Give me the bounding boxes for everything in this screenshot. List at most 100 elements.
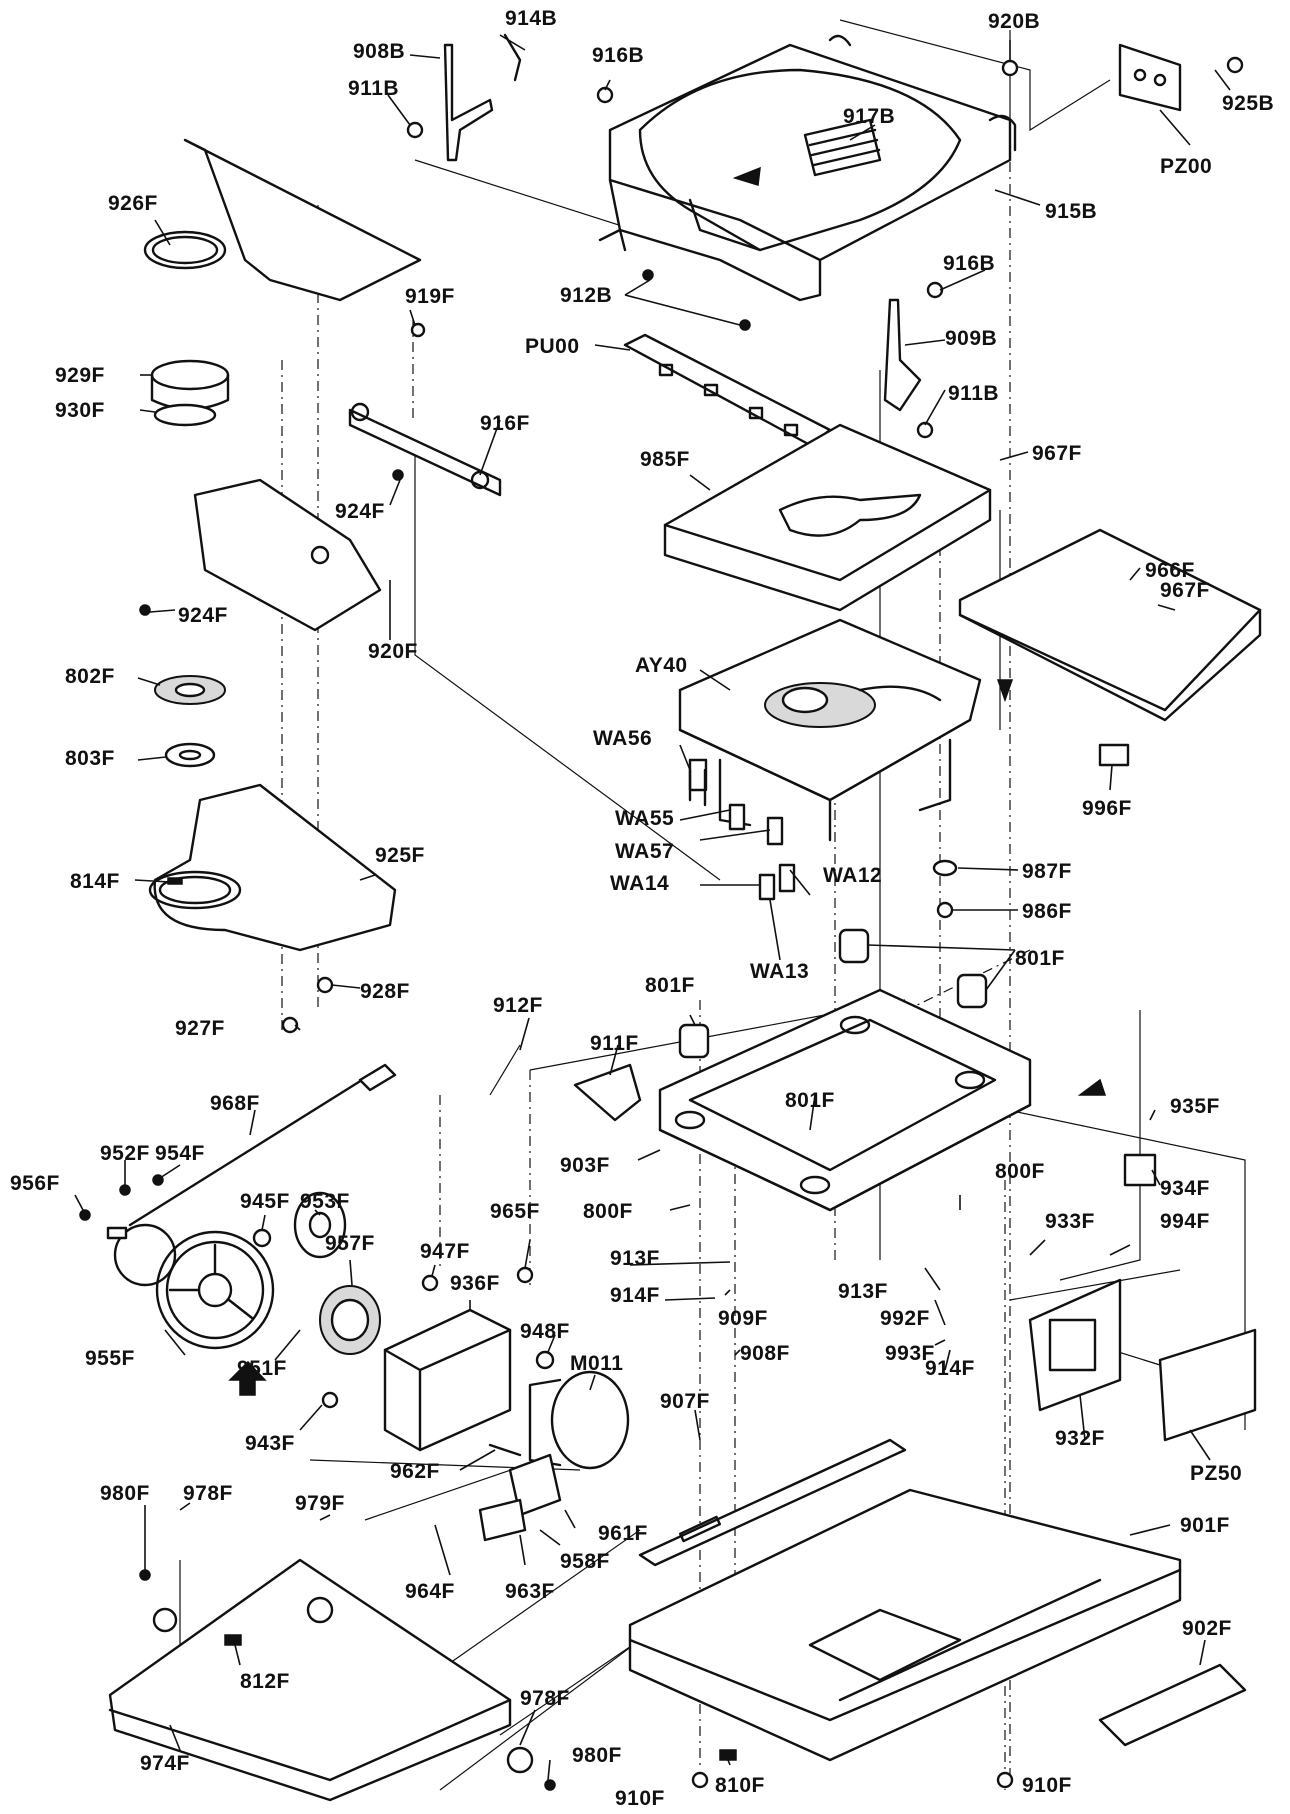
label-957f: 957F	[325, 1232, 375, 1255]
label-814f: 814F	[70, 870, 120, 893]
screw-947f	[421, 1274, 439, 1292]
label-ay40: AY40	[635, 654, 688, 677]
ring-952f	[119, 1184, 131, 1196]
plate-926f	[143, 138, 422, 302]
part-934f	[1123, 1153, 1157, 1187]
label-978f-bottom: 978F	[520, 1687, 570, 1710]
label-979f: 979F	[295, 1492, 345, 1515]
connectors	[688, 768, 796, 901]
washer-945f	[252, 1228, 272, 1248]
label-910f-left: 910F	[615, 1787, 665, 1810]
label-wa55: WA55	[615, 807, 674, 830]
label-902f: 902F	[1182, 1617, 1232, 1640]
label-910f-right: 910F	[1022, 1774, 1072, 1797]
washer-987f	[932, 859, 958, 877]
label-908f: 908F	[740, 1342, 790, 1365]
label-913f-right: 913F	[838, 1280, 888, 1303]
parts-802f-803f	[154, 675, 226, 768]
label-992f: 992F	[880, 1307, 930, 1330]
label-930f: 930F	[55, 399, 105, 422]
gear-955f	[155, 1230, 275, 1350]
label-947f: 947F	[420, 1240, 470, 1263]
label-963f: 963F	[505, 1580, 555, 1603]
label-812f: 812F	[240, 1670, 290, 1693]
label-wa56: WA56	[593, 727, 652, 750]
label-916b-right: 916B	[943, 252, 995, 275]
arrow-right-icon	[1077, 1078, 1107, 1096]
label-914f-mid: 914F	[610, 1284, 660, 1307]
part-labels: 908B 914B 916B 920B 911B 925B PZ00 917B …	[10, 7, 1274, 1810]
label-993f: 993F	[885, 1342, 935, 1365]
label-907f: 907F	[660, 1390, 710, 1413]
label-912b: 912B	[560, 284, 612, 307]
label-933f: 933F	[1045, 1210, 1095, 1233]
label-920b: 920B	[988, 10, 1040, 33]
label-920f: 920F	[368, 640, 418, 663]
label-924f-mid: 924F	[335, 500, 385, 523]
label-wa14: WA14	[610, 872, 669, 895]
label-968f: 968F	[210, 1092, 260, 1115]
leader-lines	[74, 34, 1231, 1781]
label-958f: 958F	[560, 1550, 610, 1573]
screw-986f	[936, 901, 954, 919]
label-948f: 948F	[520, 1320, 570, 1343]
label-911f: 911F	[590, 1032, 639, 1055]
bracket-932f	[1028, 1278, 1122, 1412]
label-916f: 916F	[480, 412, 530, 435]
motor-m011	[528, 1370, 630, 1470]
label-954f: 954F	[155, 1142, 205, 1165]
screw-965f	[516, 1266, 534, 1284]
label-909b: 909B	[945, 327, 997, 350]
label-wa12: WA12	[823, 864, 882, 887]
label-980f-bottom: 980F	[572, 1744, 622, 1767]
label-987f: 987F	[1022, 860, 1072, 883]
label-wa13: WA13	[750, 960, 809, 983]
label-pu00: PU00	[525, 335, 580, 358]
label-967f-right: 967F	[1160, 579, 1210, 602]
mechanism-ay40	[678, 618, 982, 842]
plate-920f	[193, 478, 382, 632]
label-911b-right: 911B	[948, 382, 999, 405]
label-913f-left: 913F	[610, 1247, 660, 1270]
label-810f: 810F	[715, 1774, 765, 1797]
label-916b-top: 916B	[592, 44, 644, 67]
label-966f: 966F	[1145, 559, 1195, 582]
label-961f: 961F	[598, 1522, 648, 1545]
ring-956f	[79, 1209, 91, 1221]
loop-956f	[113, 1223, 177, 1287]
label-pz00: PZ00	[1160, 155, 1212, 178]
label-934f: 934F	[1160, 1177, 1210, 1200]
label-919f: 919F	[405, 285, 455, 308]
label-994f: 994F	[1160, 1210, 1210, 1233]
label-932f: 932F	[1055, 1427, 1105, 1450]
label-952f: 952F	[100, 1142, 150, 1165]
label-936f: 936F	[450, 1272, 500, 1295]
screw-910f-right	[996, 1771, 1014, 1789]
label-945f: 945F	[240, 1190, 290, 1213]
screw-927f	[281, 1016, 299, 1034]
label-909f: 909F	[718, 1307, 768, 1330]
label-953f: 953F	[300, 1190, 350, 1213]
label-801f-low: 801F	[785, 1089, 835, 1112]
label-911b-top: 911B	[348, 77, 399, 100]
rail-907f	[638, 1438, 907, 1567]
label-803f: 803F	[65, 747, 115, 770]
screw-948f	[535, 1350, 555, 1370]
wire-968f	[106, 1063, 397, 1240]
board-pz00	[1118, 43, 1182, 112]
label-912f: 912F	[493, 994, 543, 1017]
top-cabinet-915b	[598, 34, 1017, 302]
motor-957f	[319, 1285, 381, 1355]
gear-953f	[293, 1191, 347, 1259]
frame-936f	[383, 1308, 512, 1452]
label-914f-right: 914F	[925, 1357, 975, 1380]
label-935f: 935F	[1170, 1095, 1220, 1118]
label-m011: M011	[570, 1352, 623, 1375]
label-986f: 986F	[1022, 900, 1072, 923]
label-927f: 927F	[175, 1017, 225, 1040]
label-964f: 964F	[405, 1580, 455, 1603]
screw-910f-left	[691, 1771, 709, 1789]
label-925f: 925F	[375, 844, 425, 867]
label-pz50: PZ50	[1190, 1462, 1242, 1485]
